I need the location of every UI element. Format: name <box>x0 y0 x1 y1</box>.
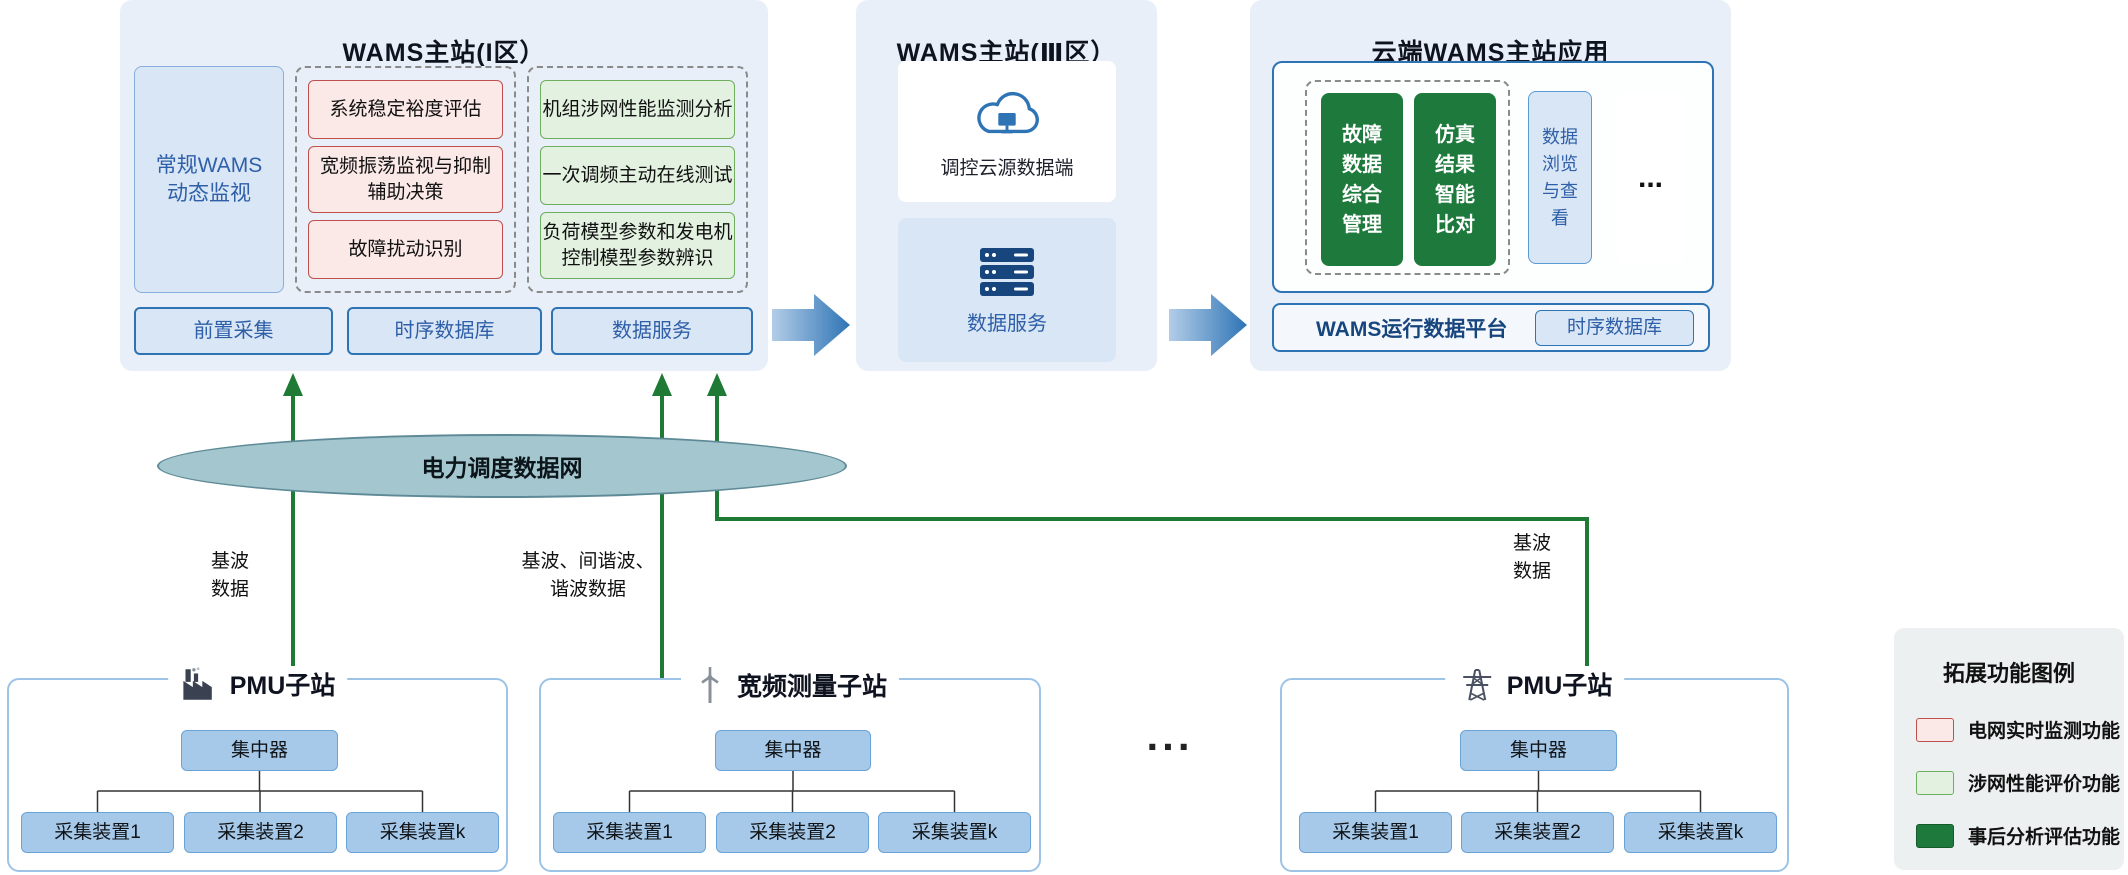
zone3-data-service-card: 数据服务 <box>898 218 1116 362</box>
function-box-fault-disturbance: 故障扰动识别 <box>308 220 503 279</box>
app-box-fault-data-management: 故障 数据 综合 管理 <box>1321 93 1403 266</box>
device-box: 采集装置1 <box>21 812 174 853</box>
station-tree-lines <box>628 771 956 812</box>
function-box-primary-frequency: 一次调频主动在线测试 <box>540 146 735 205</box>
cloud-terminal-label: 调控云源数据端 <box>940 158 1074 179</box>
service-box-data-service: 数据服务 <box>551 307 753 355</box>
legend-title: 拓展功能图例 <box>1942 661 2075 686</box>
legend-label: 电网实时监测功能 <box>1968 721 2121 742</box>
station-title: PMU子站 <box>229 672 336 700</box>
panel-wams-zone1: WAMS主站(I区） 常规WAMS 动态监视 系统稳定裕度评估 宽频振荡监视与抑… <box>120 0 768 371</box>
service-box-front-collection: 前置采集 <box>134 307 333 355</box>
concentrator-box: 集中器 <box>181 730 338 771</box>
transmission-tower-icon <box>1462 669 1491 701</box>
legend-label: 事后分析评估功能 <box>1968 827 2121 848</box>
station-wideband: 宽频测量子站 集中器 采集装置1 采集装置2 采集装置k <box>539 666 1041 872</box>
arrow-zone3-to-cloud <box>1169 294 1247 356</box>
legend-label: 涉网性能评价功能 <box>1968 774 2121 795</box>
station-header: PMU子站 <box>167 666 348 702</box>
station-title: PMU子站 <box>1506 672 1613 700</box>
arrow-zone1-to-zone3 <box>772 294 850 356</box>
cloud-source-terminal-card: 调控云源数据端 <box>898 61 1116 202</box>
realtime-monitoring-group: 系统稳定裕度评估 宽频振荡监视与抑制 辅助决策 故障扰动识别 <box>295 66 516 293</box>
device-box: 采集装置k <box>878 812 1031 853</box>
cloud-tsdb-box: 时序数据库 <box>1535 309 1694 346</box>
concentrator-box: 集中器 <box>1460 730 1617 771</box>
app-box-data-browse: 数据 浏览 与查 看 <box>1528 91 1592 264</box>
service-box-timeseries-db: 时序数据库 <box>347 307 542 355</box>
zone3-data-service-label: 数据服务 <box>967 312 1047 335</box>
app-box-simulation-compare: 仿真 结果 智能 比对 <box>1414 93 1496 266</box>
legend-panel: 拓展功能图例 电网实时监测功能 涉网性能评价功能 事后分析评估功能 <box>1894 628 2124 870</box>
stations-ellipsis: ... <box>1146 712 1194 759</box>
device-box: 采集装置2 <box>1461 812 1614 853</box>
cloud-terminal-icon <box>977 91 1039 134</box>
panel-cloud-wams: 云端WAMS主站应用 故障 数据 综合 管理 仿真 结果 智能 比对 数据 浏览… <box>1250 0 1731 371</box>
factory-icon <box>182 667 212 700</box>
function-box-unit-performance: 机组涉网性能监测分析 <box>540 80 735 139</box>
device-box: 采集装置1 <box>553 812 706 853</box>
flow-label-right: 基波 数据 <box>1512 533 1551 582</box>
server-icon <box>980 247 1034 296</box>
network-label: 电力调度数据网 <box>421 455 583 481</box>
station-tree-lines <box>1374 771 1702 812</box>
panel-zone1-title: WAMS主站(I区） <box>342 38 546 67</box>
legend-item-grid-performance: 涉网性能评价功能 <box>1916 769 2120 796</box>
legend-swatch-pink <box>1916 717 1954 742</box>
flow-label-mid: 基波、间谐波、 谐波数据 <box>521 551 655 600</box>
app-box-more-ellipsis: ... <box>1617 91 1684 264</box>
legend-swatch-dark-green <box>1916 823 1954 848</box>
dispatch-network-ellipse: 电力调度数据网 <box>157 434 847 498</box>
post-analysis-group: 故障 数据 综合 管理 仿真 结果 智能 比对 <box>1305 80 1510 275</box>
station-pmu-plant: PMU子站 集中器 采集装置1 采集装置2 采集装置k <box>7 666 508 872</box>
station-title: 宽频测量子站 <box>736 673 888 701</box>
device-box: 采集装置2 <box>716 812 869 853</box>
device-box: 采集装置2 <box>184 812 337 853</box>
cloud-app-container: 故障 数据 综合 管理 仿真 结果 智能 比对 数据 浏览 与查 看 ... <box>1272 61 1714 293</box>
function-box-stability-margin: 系统稳定裕度评估 <box>308 80 503 139</box>
grid-performance-group: 机组涉网性能监测分析 一次调频主动在线测试 负荷模型参数和发电机 控制模型参数辨… <box>527 66 748 293</box>
platform-label: WAMS运行数据平台 <box>1316 317 1508 341</box>
panel-wams-zone3: WAMS主站(Ⅲ区） 调控云源数据端 数据服务 <box>856 0 1157 371</box>
station-tree-lines <box>96 771 424 812</box>
legend-item-post-analysis: 事后分析评估功能 <box>1916 822 2120 849</box>
concentrator-box: 集中器 <box>715 730 871 771</box>
station-header: 宽频测量子站 <box>680 666 900 704</box>
legend-item-realtime: 电网实时监测功能 <box>1916 716 2120 743</box>
regular-wams-monitor-box: 常规WAMS 动态监视 <box>134 66 284 293</box>
legend-swatch-green <box>1916 770 1954 795</box>
function-box-wideband-oscillation: 宽频振荡监视与抑制 辅助决策 <box>308 146 503 213</box>
device-box: 采集装置k <box>1624 812 1777 853</box>
device-box: 采集装置1 <box>1299 812 1452 853</box>
flow-label-left: 基波 数据 <box>210 551 249 600</box>
station-pmu-tower: PMU子站 集中器 采集装置1 采集装置2 采集装置k <box>1280 666 1789 872</box>
wind-turbine-icon <box>701 667 719 703</box>
station-header: PMU子站 <box>1444 666 1625 702</box>
device-box: 采集装置k <box>346 812 499 853</box>
function-box-model-identification: 负荷模型参数和发电机 控制模型参数辨识 <box>540 212 735 279</box>
wams-run-data-platform-bar: WAMS运行数据平台 时序数据库 <box>1272 303 1710 352</box>
